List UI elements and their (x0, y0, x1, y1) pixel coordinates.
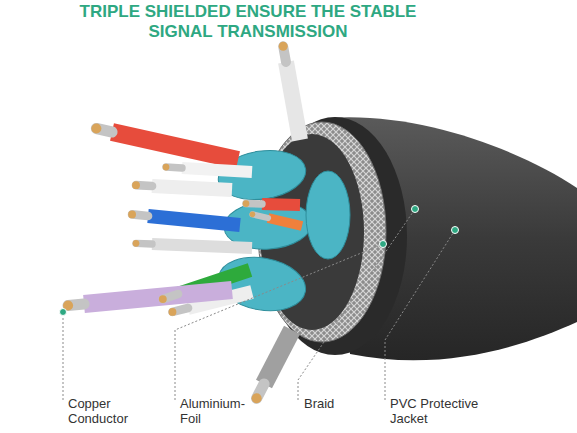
part-label: Braid (304, 396, 364, 411)
wire-insulation (152, 244, 252, 248)
leader-line (298, 209, 415, 400)
wire-insulation (182, 168, 252, 172)
conductor-tip (243, 200, 250, 207)
wire-group (63, 42, 302, 403)
title: TRIPLE SHIELDED ENSURE THE STABLE SIGNAL… (48, 2, 448, 42)
wire-insulation (148, 216, 240, 225)
leader-dot (452, 227, 459, 234)
wire-insulation (286, 62, 300, 140)
conductor-tip (159, 295, 167, 303)
wire-insulation (264, 330, 292, 384)
wire-insulation (152, 186, 232, 190)
leader-line (63, 312, 64, 400)
leader-dot (380, 241, 387, 248)
conductor-tip (250, 212, 256, 218)
conductor-tip (128, 211, 136, 219)
conductor-tip (252, 393, 262, 403)
conductor-tip (133, 240, 140, 247)
part-label: Aluminium- Foil (180, 396, 260, 426)
part-label: PVC Protective Jacket (390, 396, 500, 426)
wire-insulation (112, 132, 238, 160)
part-label: Copper Conductor (68, 396, 148, 426)
leader-dot (60, 309, 67, 316)
leader-dot (412, 206, 419, 213)
conductor-tip (91, 123, 101, 133)
conductor-tip (279, 42, 288, 51)
conductor-tip (132, 181, 140, 189)
wire-insulation (268, 218, 302, 226)
leader-line (175, 244, 383, 400)
conductor-tip (163, 164, 170, 171)
aluminium-foil (306, 171, 350, 259)
leader-group (60, 206, 459, 401)
leader-line (385, 230, 455, 400)
conductor-tip (169, 308, 177, 316)
wire-insulation (262, 204, 300, 205)
wire-insulation (84, 290, 232, 304)
